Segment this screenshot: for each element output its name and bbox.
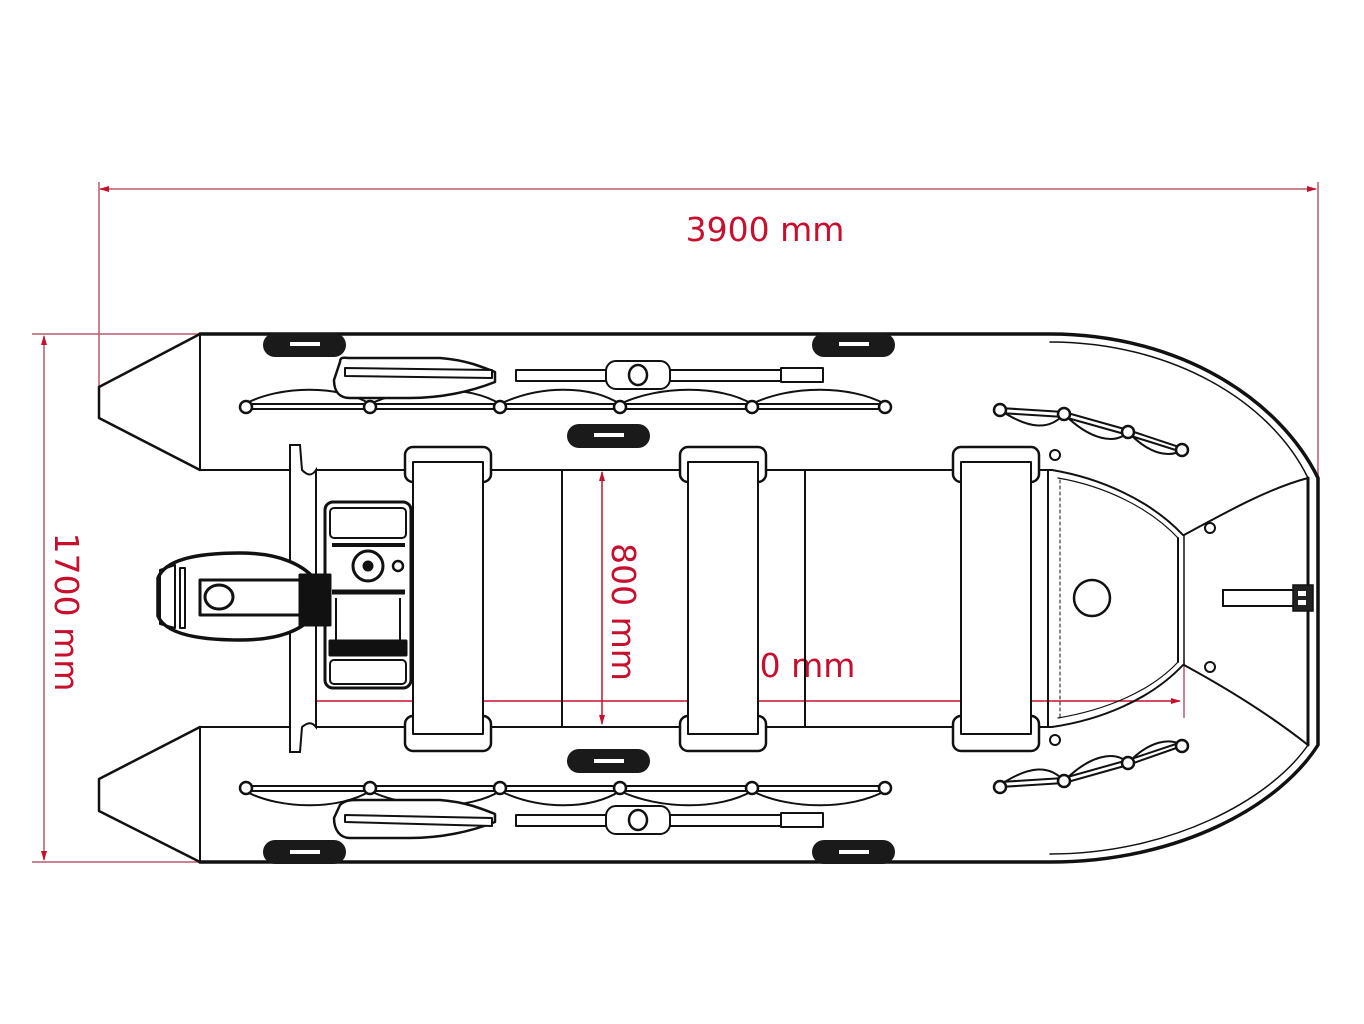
seat-1 [403, 445, 493, 753]
handle-top-left [263, 333, 346, 357]
handle-mid-bottom [567, 749, 650, 773]
towing-eye [1222, 584, 1314, 612]
handle-top-right [812, 333, 895, 357]
handle-bottom-right [812, 840, 895, 864]
seat-3 [951, 445, 1041, 753]
oar-top [332, 356, 824, 400]
overall-width-label: 1700 mm [47, 533, 86, 692]
dimension-inner-width: 800 mm [599, 471, 643, 725]
seat-2 [678, 445, 768, 753]
dimension-overall-width: 1700 mm [32, 333, 200, 863]
grab-line-bow-top [992, 402, 1190, 458]
inflation-valve [1072, 578, 1112, 618]
overall-length-label: 3900 mm [686, 210, 845, 249]
dimension-overall-length: 3900 mm [98, 182, 1319, 478]
handle-mid-top [567, 424, 650, 448]
outboard-motor [156, 500, 413, 690]
handle-bottom-left [263, 840, 346, 864]
grab-line-bottom [238, 780, 893, 807]
floor-eyelets [1049, 449, 1216, 746]
oar-bottom [332, 798, 824, 840]
grab-line-top [238, 388, 893, 415]
grab-line-bow-bottom [992, 738, 1190, 795]
seats [403, 445, 1041, 753]
floor-seams [561, 470, 806, 727]
carry-handles [263, 333, 895, 864]
inner-width-label: 800 mm [604, 543, 643, 681]
